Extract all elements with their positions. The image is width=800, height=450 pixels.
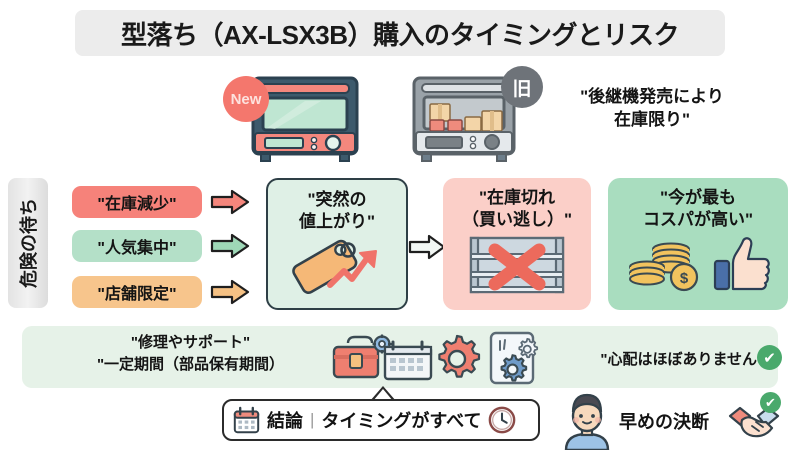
card-price-increase[interactable]: "突然の 値上がり": [266, 178, 408, 310]
old-oven-illustration: 旧: [408, 66, 543, 165]
stock-note-line2: 在庫限り": [613, 109, 691, 129]
card-out-of-stock-line2: （買い逃し）": [461, 210, 573, 230]
old-microwave-oven-icon: [412, 76, 516, 162]
card-best-value[interactable]: "今が最も コスパが高い" $: [608, 178, 788, 310]
toolbox-gear-calendar-icon: [330, 333, 435, 385]
svg-text:$: $: [680, 270, 689, 287]
new-microwave-oven-icon: [251, 76, 359, 162]
old-badge: 旧: [501, 66, 543, 108]
coins-thumbsup-icon: $: [629, 237, 770, 292]
person-avatar-icon: [558, 392, 616, 450]
empty-shelf-x-icon: [469, 236, 565, 294]
card-price-increase-line2: 値上がり": [298, 212, 376, 232]
card-out-of-stock-line1: "在庫切れ: [478, 188, 556, 207]
clock-icon: [489, 406, 516, 434]
risk-pill-popularity[interactable]: "人気集中": [72, 230, 202, 262]
new-oven-illustration: New: [223, 72, 365, 164]
card-out-of-stock[interactable]: "在庫切れ （買い逃し）": [443, 178, 591, 310]
conclusion-text: タイミングがすべて: [321, 411, 482, 431]
stock-note-line1: "後継機発売により: [580, 87, 724, 106]
calendar-icon: [233, 406, 260, 433]
price-tag-rising-arrow-icon: [292, 239, 377, 295]
conclusion-bar[interactable]: 結論 | タイミングがすべて: [222, 399, 540, 441]
risk-group-label-text: 危険の待ち: [19, 198, 39, 288]
risk-pill-store-limited[interactable]: "店舗限定": [72, 276, 202, 308]
risk-pill-stock-decrease[interactable]: "在庫減少": [72, 186, 202, 218]
new-badge: New: [223, 76, 269, 122]
card-price-increase-title: "突然の 値上がり": [299, 189, 375, 233]
conclusion-separator: |: [310, 410, 315, 429]
risk-group-vertical-label: 危険の待ち: [8, 178, 48, 308]
card-best-value-line2: コスパが高い": [642, 210, 754, 230]
arrow-right-icon-2: [210, 233, 250, 259]
support-reassurance-text: "心配はほぼありません: [600, 351, 757, 368]
support-line2: "一定期間（部品保有期間）: [96, 355, 285, 373]
handshake-icon: [728, 400, 780, 440]
document-gears-icon: [488, 330, 539, 386]
conclusion-label: 結論: [267, 411, 303, 431]
arrow-right-icon-1: [210, 189, 250, 215]
arrow-right-icon-3: [210, 279, 250, 305]
card-best-value-title: "今が最も コスパが高い": [643, 187, 753, 231]
arrow-right-icon-flow: [408, 234, 446, 260]
check-circle-icon-2: ✔: [760, 392, 781, 413]
card-best-value-line1: "今が最も: [659, 188, 737, 207]
decision-text: 早めの決断: [619, 412, 709, 432]
callout-pointer: [370, 386, 396, 401]
support-line1: "修理やサポート": [130, 334, 251, 351]
support-text-block: "修理やサポート" "一定期間（部品保有期間）: [48, 332, 333, 376]
card-out-of-stock-title: "在庫切れ （買い逃し）": [462, 187, 572, 231]
card-price-increase-line1: "突然の: [307, 190, 367, 209]
gear-icon: [432, 334, 482, 384]
stock-limited-note: "後継機発売により 在庫限り": [527, 86, 777, 132]
page-title: 型落ち（AX-LSX3B）購入のタイミングとリスク: [120, 19, 680, 50]
check-circle-icon-1: ✔: [757, 345, 782, 370]
title-band: 型落ち（AX-LSX3B）購入のタイミングとリスク: [75, 10, 725, 56]
